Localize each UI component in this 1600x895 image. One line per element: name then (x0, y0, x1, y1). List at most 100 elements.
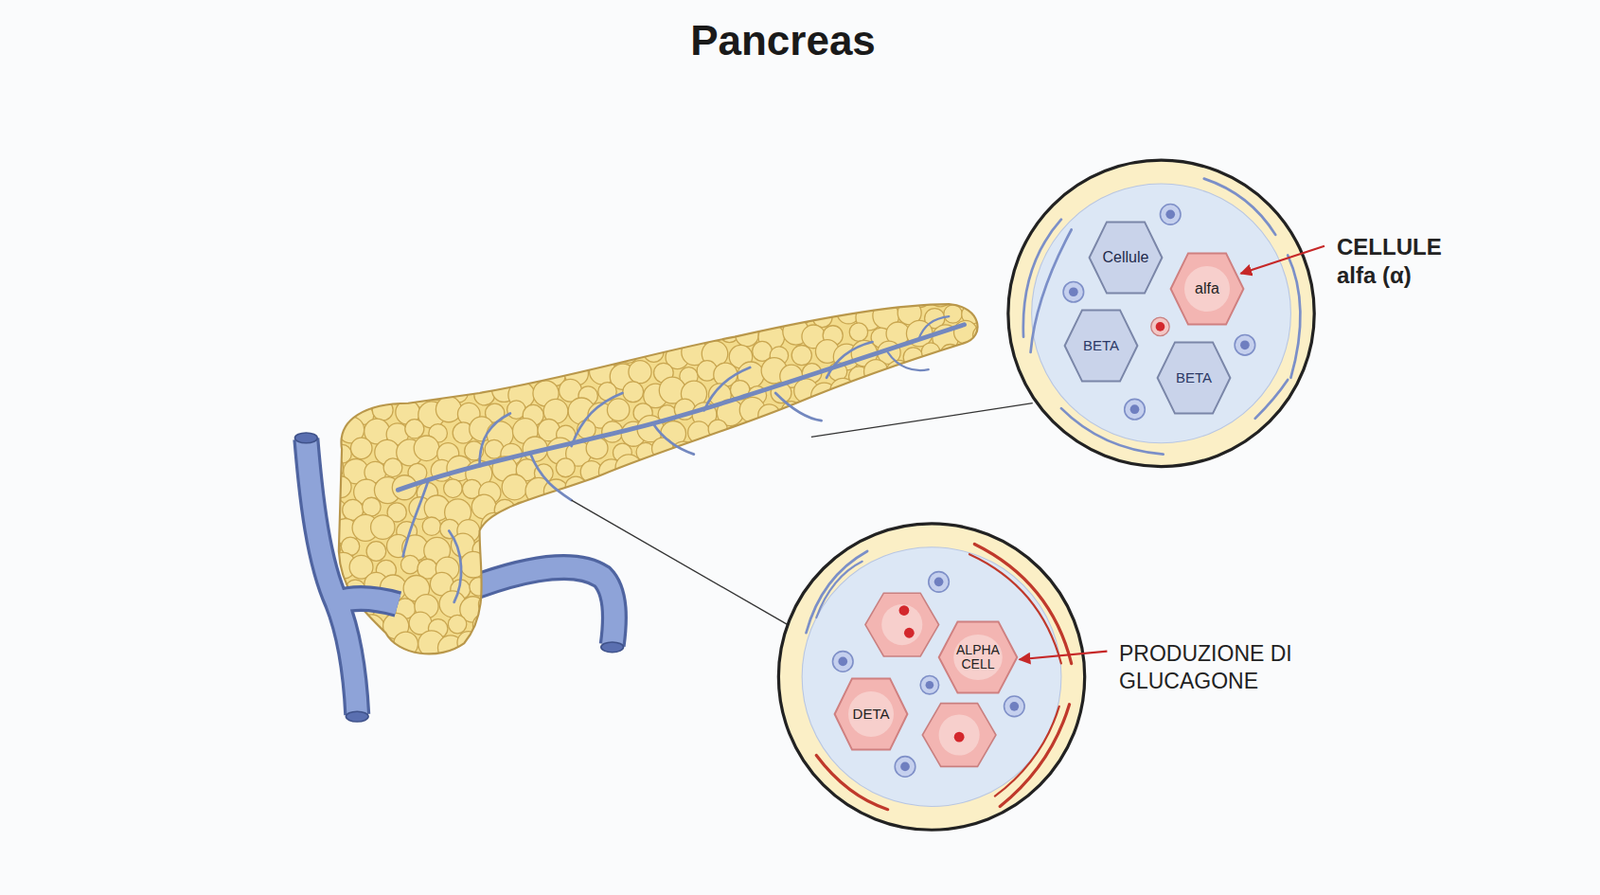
organ-lobule (631, 633, 651, 653)
organ-lobule (933, 479, 956, 501)
small-cell (1004, 695, 1026, 717)
islet-vessels (1023, 178, 1301, 455)
blue-vessel (1023, 219, 1062, 338)
organ-lobule (695, 436, 723, 463)
vein-outline (448, 567, 615, 645)
organ-lobule (598, 618, 618, 638)
organ-lobule (640, 461, 665, 486)
duct-branch (448, 530, 462, 602)
organ-lobule (816, 499, 836, 519)
organ-lobule (728, 457, 751, 480)
vein-opening (345, 711, 369, 722)
organ-lobule (795, 501, 817, 523)
organ-lobule (678, 594, 697, 613)
organ-lobule (413, 435, 440, 462)
organ-lobule (580, 339, 605, 364)
glucagon-granule (899, 604, 910, 616)
magnified-islet-ring (778, 523, 1085, 830)
alpha-cell (922, 703, 996, 767)
organ-lobule (881, 386, 901, 406)
organ-lobule (740, 477, 760, 497)
organ-lobule (632, 551, 659, 578)
duct-branch (704, 367, 751, 410)
organ-lobule (844, 439, 872, 466)
organ-lobule (328, 322, 356, 350)
small-cell (1124, 398, 1146, 420)
organ-lobule (695, 477, 721, 502)
hexagon-shape (1065, 309, 1138, 381)
organ-lobule (743, 520, 764, 541)
organ-lobule (589, 286, 609, 306)
organ-lobule (888, 483, 908, 503)
organ-lobule (686, 459, 706, 479)
organ-lobule (480, 320, 507, 347)
organ-lobule (779, 285, 805, 312)
organ-lobule (342, 308, 361, 327)
islet-vessels (805, 543, 1071, 809)
organ-lobule (876, 419, 896, 439)
organ-lobule (651, 557, 676, 582)
red-vessel (816, 755, 888, 810)
organ-lobule (983, 500, 1003, 520)
cell-label: Cellule (1102, 248, 1150, 267)
organ-lobule (377, 367, 396, 386)
organ-lobule (599, 538, 623, 563)
organ-lobule (811, 536, 832, 557)
organ-lobule (683, 576, 711, 604)
organ-lobule (379, 340, 407, 368)
organ-lobule (976, 282, 1000, 306)
organ-lobule (980, 382, 1007, 409)
organ-lobule (692, 629, 717, 655)
organ-lobule (429, 345, 454, 370)
organ-lobule (955, 439, 978, 462)
organ-lobule (311, 319, 338, 345)
organ-lobule (405, 338, 432, 366)
organ-lobule (558, 652, 578, 672)
organ-lobule (377, 321, 398, 342)
organ-lobule (865, 399, 892, 427)
organ-lobule (654, 284, 681, 312)
organ-lobule (948, 479, 975, 505)
organ-lobule (480, 512, 507, 538)
magnified-islet (801, 547, 1062, 807)
organ-lobule (435, 396, 462, 423)
organ-lobule (657, 634, 677, 654)
organ-lobule (587, 594, 615, 622)
duct-branch (480, 413, 511, 465)
organ-lobule (849, 322, 868, 341)
organ-lobules (305, 280, 1013, 681)
organ-lobule (756, 552, 783, 580)
organ-lobule (576, 496, 603, 522)
organ-lobule (610, 319, 638, 346)
cell-label: BETA (1083, 337, 1120, 355)
duct-branch (571, 392, 623, 446)
glucagon-granule (904, 627, 915, 639)
hexagon-shape (1171, 252, 1245, 324)
blue-vessel (1287, 254, 1300, 377)
organ-lobule (843, 287, 865, 309)
cell-core (881, 604, 923, 645)
organ-lobule (600, 652, 622, 674)
cell-label-box: alfa (1194, 280, 1220, 298)
organ-lobule (649, 480, 676, 506)
organ-lobule (761, 595, 787, 622)
organ-lobule (536, 302, 560, 325)
organ-lobule (521, 516, 546, 541)
vein-tube (448, 567, 615, 645)
hexagon-shape (835, 677, 908, 749)
organ-lobule (837, 462, 857, 481)
organ-lobule (698, 599, 720, 621)
organ-lobule (551, 302, 578, 328)
organ-lobule (788, 455, 814, 480)
organ-lobule (514, 339, 538, 364)
organ-lobule (458, 357, 484, 384)
organ-lobule (487, 647, 515, 675)
cell-nucleus (1009, 701, 1019, 712)
organ-lobule (761, 439, 781, 459)
organ-lobule (772, 418, 798, 444)
organ-lobule (309, 400, 333, 424)
organ-lobule (503, 595, 524, 616)
organ-lobule (628, 360, 652, 384)
organ-lobule (749, 457, 776, 483)
organ-lobule (573, 304, 601, 332)
